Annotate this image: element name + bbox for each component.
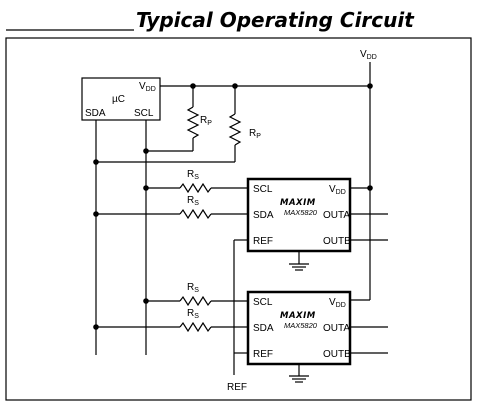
series-resistor-sda-2 [96, 321, 248, 333]
microcontroller-block [81, 77, 161, 121]
pullup-1-label: RP [200, 115, 212, 127]
junction-dot [93, 159, 99, 165]
series-resistor-scl-1 [146, 182, 248, 194]
junction-dot [232, 83, 238, 89]
series-resistor-label: RS [187, 169, 199, 181]
junction-dot [367, 185, 373, 191]
junction-dot [93, 324, 99, 330]
junction-dot [143, 185, 149, 191]
chip-2-outa-pin: OUTA [323, 323, 350, 334]
series-resistor-scl-2 [146, 295, 248, 307]
chip-2-sda-pin: SDA [253, 323, 274, 334]
chip-2-part-number: MAX5820 [284, 321, 318, 330]
chip-1-vdd-pin: VDD [329, 184, 346, 196]
series-resistor-label: RS [187, 308, 199, 320]
microcontroller-symbol: µC [112, 94, 125, 105]
chip-1-sda-pin: SDA [253, 210, 274, 221]
chip-1-outa-pin: OUTA [323, 210, 350, 221]
junction-dot [93, 211, 99, 217]
mcu-vdd-label: VDD [139, 81, 156, 93]
ground-symbol-2 [289, 364, 309, 383]
chip-1-scl-pin: SCL [253, 184, 273, 195]
pullup-2-label: RP [249, 128, 261, 140]
chip-1-ref-pin: REF [253, 236, 273, 247]
pullup-resistor-2 [228, 86, 242, 162]
maxim-logo: MAXIM [280, 198, 316, 208]
supply-label: VDD [360, 49, 377, 61]
pullup-resistor-1 [186, 86, 200, 151]
figure-frame [5, 37, 472, 401]
chip-1-outb-pin: OUTB [323, 236, 351, 247]
ref-label: REF [227, 382, 247, 393]
maxim-logo: MAXIM [280, 311, 316, 321]
mcu-sda-label: SDA [85, 108, 106, 119]
junction-dot [143, 148, 149, 154]
mcu-scl-label: SCL [134, 108, 154, 119]
chip-2-outb-pin: OUTB [323, 349, 351, 360]
junction-dot [143, 298, 149, 304]
junction-dots [93, 83, 373, 330]
series-resistor-sda-1 [96, 208, 248, 220]
chip-1-part-number: MAX5820 [284, 208, 318, 217]
chip-2-vdd-pin: VDD [329, 297, 346, 309]
series-resistor-label: RS [187, 195, 199, 207]
chip-2-ref-pin: REF [253, 349, 273, 360]
chip-2-scl-pin: SCL [253, 297, 273, 308]
figure-title: Typical Operating Circuit [136, 8, 415, 32]
junction-dot [367, 83, 373, 89]
ground-symbol-1 [289, 251, 309, 271]
junction-dot [190, 83, 196, 89]
series-resistor-label: RS [187, 282, 199, 294]
